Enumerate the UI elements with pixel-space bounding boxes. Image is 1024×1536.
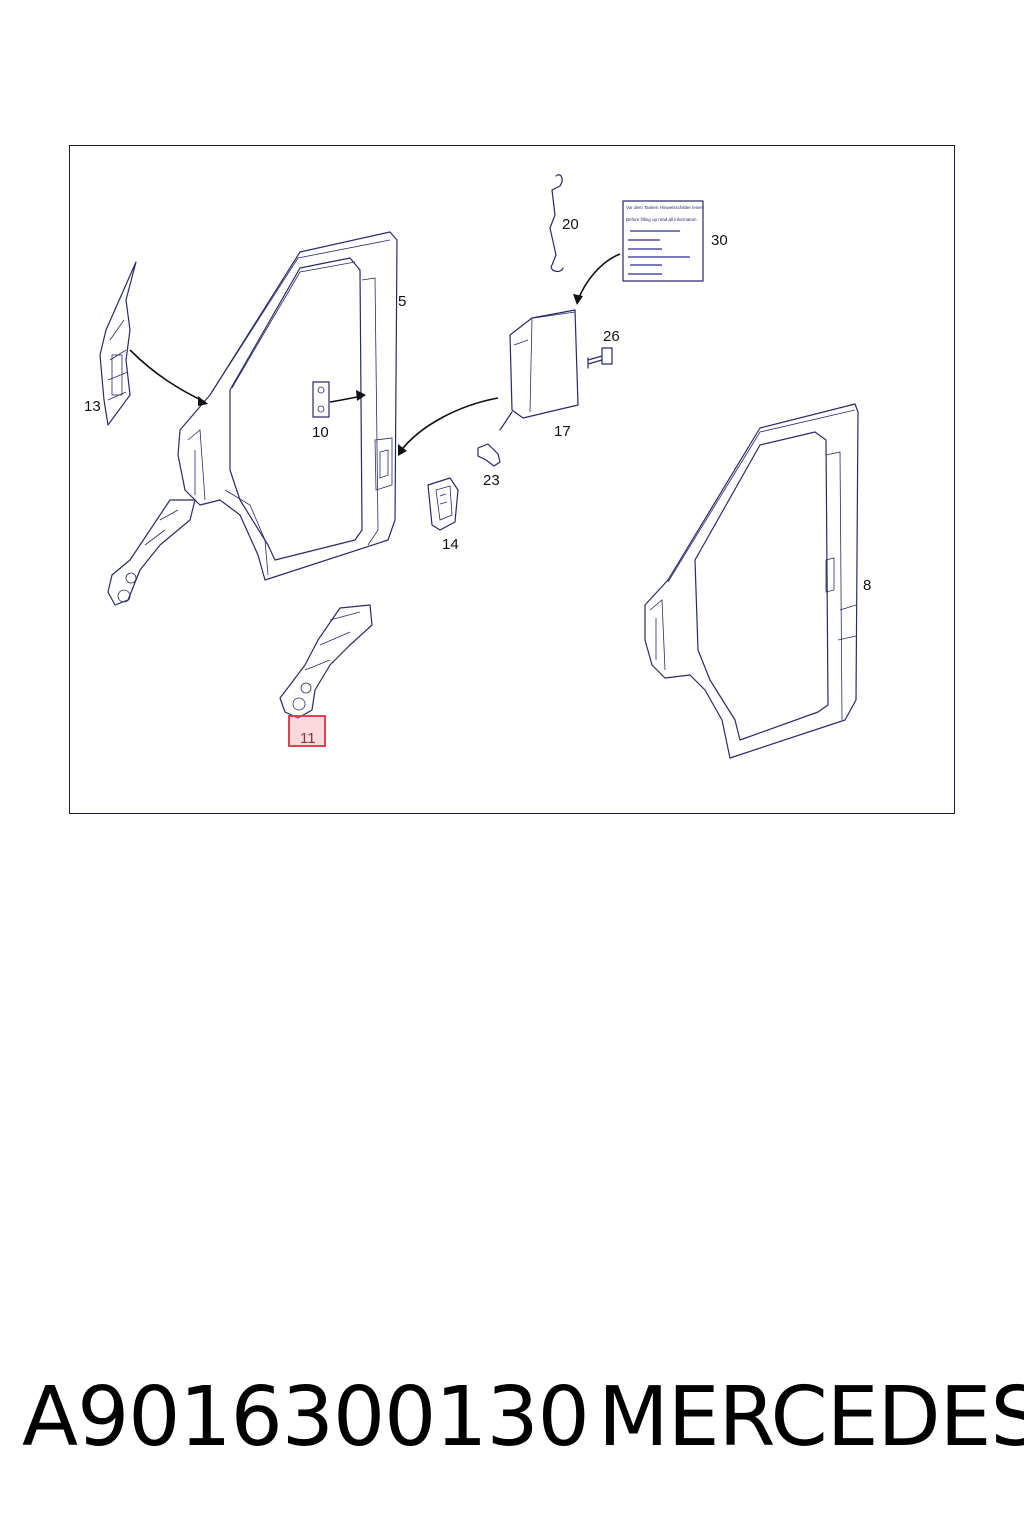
callout-14: 14 [442, 536, 459, 553]
part-30-sticker[interactable]: Vor dem Tanken Hinweisschilder lesen Bef… [622, 200, 704, 282]
wheel-arch-left[interactable] [107, 499, 196, 606]
part-14-handle[interactable] [427, 477, 459, 531]
callout-8: 8 [863, 577, 871, 594]
part-10-bracket[interactable] [312, 381, 330, 418]
callout-20: 20 [562, 216, 579, 233]
leader-17 [499, 411, 513, 431]
part-number: A9016300130 [22, 1370, 590, 1465]
part-11-wheel-arch[interactable] [279, 604, 373, 719]
part-13-pillar-panel[interactable] [99, 261, 137, 426]
callout-17: 17 [554, 423, 571, 440]
callout-11: 11 [300, 730, 316, 747]
part-17-cover[interactable] [509, 309, 579, 419]
arrow-13-to-5 [129, 349, 208, 406]
part-5-side-panel[interactable] [177, 231, 398, 581]
arrow-17-to-5 [398, 397, 499, 456]
part-20-spring[interactable] [549, 174, 564, 273]
arrow-10-to-5 [329, 390, 366, 403]
highlight-box-11 [288, 715, 326, 747]
sticker-line-2: Before filling up read all information [626, 217, 697, 222]
diagram-frame [69, 145, 955, 814]
brand-name: MERCEDES [598, 1370, 1024, 1465]
arrow-30-to-17 [573, 253, 621, 305]
sticker-line-1: Vor dem Tanken Hinweisschilder lesen [626, 205, 703, 210]
callout-30: 30 [711, 232, 728, 249]
callout-10: 10 [312, 424, 329, 441]
part-23-clip[interactable] [477, 443, 501, 467]
callout-23: 23 [483, 472, 500, 489]
callout-26: 26 [603, 328, 620, 345]
callout-5: 5 [398, 293, 406, 310]
part-8-side-panel[interactable] [644, 403, 859, 759]
part-26-bolt[interactable] [587, 347, 613, 369]
callout-13: 13 [84, 398, 101, 415]
